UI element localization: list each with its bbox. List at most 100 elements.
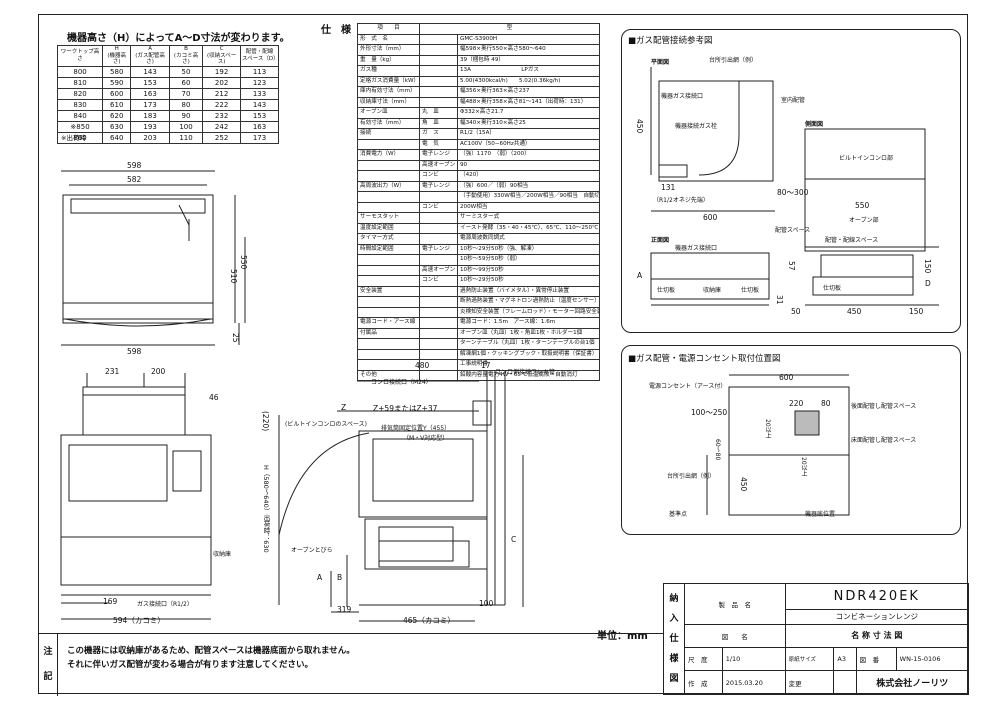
label-mv: （M・V対応型） (403, 435, 449, 442)
spec-row: その他鉛酸内容量電力4W・65℃低温腐敗・自動消灯 (357, 369, 601, 381)
dim-side-z-plus: Z+59またはZ+37 (373, 404, 438, 413)
gas-label-3: 機器接続ガス栓 (675, 123, 718, 130)
spec-row: タイマー方式電源周波数同調式 (357, 233, 601, 245)
gas-dim-1: 131 (661, 183, 676, 192)
scale-label: 尺 度 (684, 647, 723, 672)
gas-label-2: 室内配管 (781, 97, 806, 104)
size-label: 原紙サイズ (784, 647, 835, 672)
dim-front-height-550: 550 (239, 255, 248, 270)
gas-label-5: オーブン部 (849, 217, 879, 224)
date-label: 作 成 (684, 670, 723, 695)
spec-title: 仕 様 (321, 25, 351, 36)
height-table-note: ※出荷時 (61, 134, 86, 142)
label-builtin-space: (ビルトインコンロのスペース) (285, 421, 367, 428)
gas-dim-5: A (637, 271, 643, 280)
label-oven-door: オーブンとびら (291, 547, 333, 554)
gas-label-1: 機器ガス接続口 (661, 93, 704, 100)
gas-view-side: 側面図 (805, 121, 824, 128)
spec-row: サーモスタットサーミスター式 (357, 212, 601, 224)
date-value: 2015.03.20 (721, 670, 786, 695)
outlet-dim-7: 20以上 (800, 457, 807, 477)
spec-row: 高周波出力（W）電子レンジ（強）600／（弱）90相当 (357, 180, 601, 192)
outlet-label-1: 後面配管し配管スペース (851, 403, 917, 410)
label-stove-inlet: コンロ接続口（M24） (371, 379, 432, 386)
table-cell: 173 (240, 131, 279, 144)
dim-side-220: (220) (261, 411, 270, 432)
dim-side-100: 100 (479, 599, 494, 608)
spec-cell: AC100V（50−60Hz共通） (456, 138, 601, 150)
side-char-0: 納 (669, 594, 679, 604)
notes-side-0: 注 (43, 647, 53, 657)
side-char-3: 様 (669, 654, 679, 664)
outlet-dim-4: 60～80 (714, 439, 721, 461)
outlet-dim-1: 100～250 (691, 408, 728, 417)
table-cell: 110 (168, 131, 204, 144)
height-table-title: 機器高さ（H）によってA～D寸法が変わります。 (67, 33, 290, 44)
gas-label-13: 仕切板 (823, 285, 842, 292)
table-cell: 183 (130, 109, 170, 122)
gas-dim-4: 550 (855, 201, 870, 210)
notes-text: この機器には収納庫があるため、配管スペースは機器底面から取れません。 それに伴い… (67, 644, 355, 672)
outlet-label-0: 電源コンセント（アース付） (649, 383, 727, 390)
spec-cell: 鉛酸内容量電力4W・65℃低温腐敗・自動消灯 (456, 369, 601, 381)
height-table-header: 配管・配線 スペース（D） (240, 45, 279, 67)
dim-section-594: 594（カコミ） (113, 616, 165, 625)
spec-cell: 電源周波数同調式 (456, 233, 601, 245)
note-line-1: それに伴いガス配管が変わる場合が有ります注意してください。 (67, 660, 313, 670)
company-name: 株式会社ノーリツ (855, 670, 970, 695)
outlet-box-title: ■ガス配管・電源コンセント取付位置図 (628, 354, 781, 364)
number-label: 図 番 (855, 647, 897, 672)
dim-side-z: Z (341, 403, 347, 412)
spec-cell: （強）600／（弱）90相当 (456, 180, 601, 192)
gas-dim-7: D (925, 279, 931, 288)
gas-dim-12: 150 (909, 307, 924, 316)
side-char-4: 図 (669, 674, 679, 684)
outlet-dim-0: 600 (779, 373, 794, 382)
size-value: A3 (833, 647, 857, 672)
gas-label-10: 仕切板 (657, 287, 676, 294)
technical-drawings (60, 67, 939, 622)
gas-label-11: 収納庫 (703, 287, 722, 294)
dim-side-465: 465（カコミ） (403, 616, 455, 625)
dim-side-b: B (337, 573, 343, 582)
label-storage: 収納庫 (213, 551, 232, 558)
spec-cell: R1/2（15A） (456, 128, 601, 140)
scale-value: 1/10 (721, 647, 786, 672)
change-label: 変更 (784, 670, 835, 695)
gas-dim-0: 450 (635, 119, 644, 134)
dim-front-bottom-25: 25 (231, 333, 240, 343)
gas-view-front: 正面図 (651, 237, 670, 244)
dim-front-width: 598 (127, 161, 142, 170)
outlet-label-4: 基準点 (669, 511, 688, 518)
spec-cell: 90 (456, 159, 601, 171)
outlet-dim-5: 450 (739, 477, 748, 492)
outlet-dim-3: 80 (821, 399, 831, 408)
table-cell: 640 (102, 131, 132, 144)
gas-label-0: 台所引出網（例） (709, 57, 758, 64)
outlet-dim-2: 220 (789, 399, 804, 408)
label-stove-flex: コンロ側接続フレキ管 (495, 369, 556, 376)
spec-cell: 200W相当 (456, 201, 601, 213)
dim-front-bottom-width: 598 (127, 347, 142, 356)
spec-row: コンビ（420） (357, 170, 601, 182)
spec-cell: （強）1170 （弱）（200） (456, 149, 601, 161)
side-char-1: 入 (669, 614, 679, 624)
spec-cell: （420） (456, 170, 601, 182)
dim-side-a: A (317, 573, 323, 582)
dim-section-169: 169 (103, 597, 118, 606)
spec-cell: 10秒～29分50秒（強、解凍） (456, 243, 601, 255)
outlet-dim-6: 20以上 (764, 419, 771, 439)
unit-label: 単位：mm (597, 631, 648, 642)
spec-row: 温度設定範囲イースト発酵（35・40・45℃）、65℃、110～250℃ (357, 222, 601, 234)
gas-dim-2: 80～300 (777, 188, 809, 197)
drawing-name: 名 称 寸 法 図 (784, 623, 970, 649)
gas-dim-9: 31 (775, 295, 784, 305)
